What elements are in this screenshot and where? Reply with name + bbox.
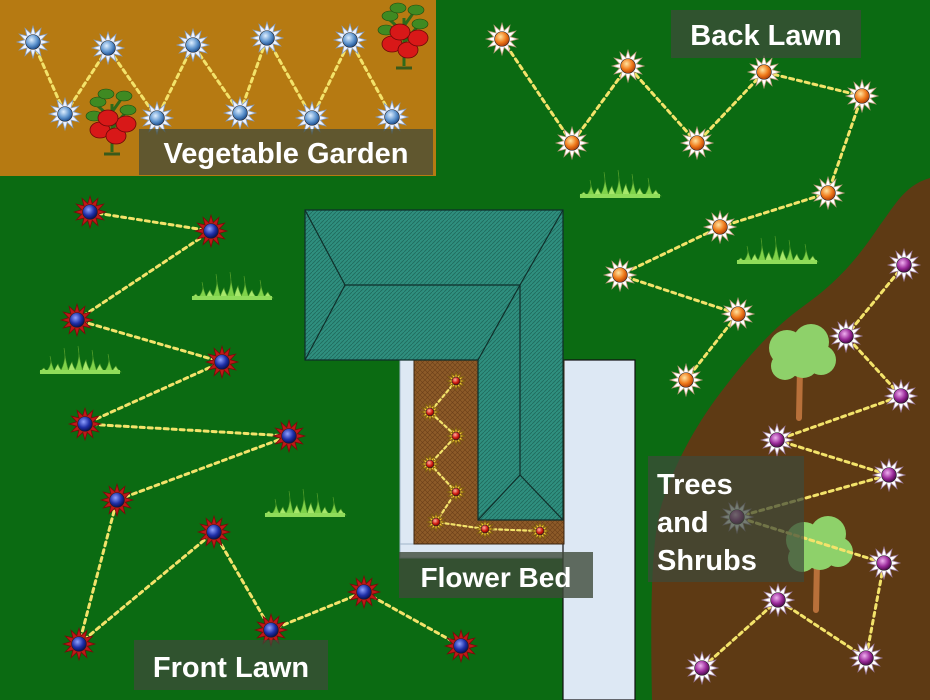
sprinkler-head-icon: [332, 22, 368, 58]
sprinkler-head-icon: [193, 213, 229, 249]
sprinkler-head-icon: [445, 481, 467, 503]
sprinkler-head-icon: [474, 518, 496, 540]
tree-icon: [769, 324, 836, 421]
svg-text:Vegetable Garden: Vegetable Garden: [164, 138, 409, 170]
sprinkler-head-icon: [844, 78, 880, 114]
sprinkler-head-icon: [871, 457, 907, 493]
sprinkler-head-icon: [484, 21, 520, 57]
sprinkler-head-icon: [679, 125, 715, 161]
grass-tuft-icon: [579, 169, 662, 198]
sprinkler-head-icon: [47, 96, 83, 132]
sprinkler-head-icon: [720, 296, 756, 332]
driveway: [562, 359, 636, 700]
sprinkler-head-icon: [445, 425, 467, 447]
sprinkler-head-icon: [67, 406, 103, 442]
sprinkler-head-icon: [443, 628, 479, 664]
sprinkler-head-icon: [72, 194, 108, 230]
vegetable-garden-label: Vegetable Garden: [139, 129, 433, 175]
sprinkler-head-icon: [610, 48, 646, 84]
sprinkler-head-icon: [554, 125, 590, 161]
sprinkler-head-icon: [866, 545, 902, 581]
grass-tuft-icon: [736, 235, 819, 264]
sprinkler-head-icon: [848, 640, 884, 676]
front-lawn-route-line: [73, 210, 463, 649]
sprinkler-head-icon: [810, 175, 846, 211]
sprinkler-heads: [15, 20, 922, 686]
sprinkler-head-icon: [445, 370, 467, 392]
sprinkler-head-icon: [59, 302, 95, 338]
sprinkler-head-icon: [271, 418, 307, 454]
sprinkler-head-icon: [425, 511, 447, 533]
sprinkler-head-icon: [222, 95, 258, 131]
flower-bed-route-line: [428, 379, 542, 533]
sprinkler-head-icon: [249, 20, 285, 56]
sprinkler-head-icon: [204, 344, 240, 380]
sprinkler-head-icon: [419, 453, 441, 475]
svg-text:Trees: Trees: [657, 469, 733, 501]
sprinkler-head-icon: [529, 520, 551, 542]
sprinkler-head-icon: [419, 401, 441, 423]
sprinkler-head-icon: [196, 514, 232, 550]
sprinkler-head-icon: [90, 30, 126, 66]
trees-shrubs-route-line: [700, 263, 906, 670]
sprinkler-head-icon: [759, 422, 795, 458]
grass-tuft-icon: [264, 488, 347, 517]
sprinkler-head-icon: [883, 378, 919, 414]
sprinkler-head-icon: [602, 257, 638, 293]
sprinkler-head-icon: [760, 582, 796, 618]
sprinkler-head-icon: [15, 24, 51, 60]
house-roof-icon: [304, 209, 564, 521]
sprinkler-head-icon: [828, 318, 864, 354]
back-lawn-label: Back Lawn: [671, 10, 861, 58]
front-lawn-label: Front Lawn: [134, 640, 328, 690]
flower-bed-label: Flower Bed: [399, 552, 593, 598]
svg-text:and: and: [657, 507, 709, 539]
grass-tuft-icon: [39, 345, 122, 374]
sprinkler-head-icon: [61, 626, 97, 662]
sprinkler-head-icon: [99, 482, 135, 518]
sprinkler-head-icon: [668, 362, 704, 398]
tomato-plant-icon: [377, 2, 429, 70]
sprinkler-head-icon: [746, 54, 782, 90]
svg-text:Flower Bed: Flower Bed: [421, 562, 572, 593]
trees-shrubs-label: Trees and Shrubs: [648, 456, 804, 582]
sprinkler-head-icon: [684, 650, 720, 686]
tomato-plant-icon: [85, 88, 137, 156]
sprinkler-head-icon: [346, 574, 382, 610]
grass-tuft-icon: [191, 271, 274, 300]
svg-text:Front Lawn: Front Lawn: [153, 652, 309, 684]
sprinkler-head-icon: [175, 27, 211, 63]
svg-text:Shrubs: Shrubs: [657, 545, 757, 577]
svg-text:Back Lawn: Back Lawn: [690, 20, 842, 52]
sprinkler-head-icon: [702, 209, 738, 245]
sprinkler-head-icon: [886, 247, 922, 283]
